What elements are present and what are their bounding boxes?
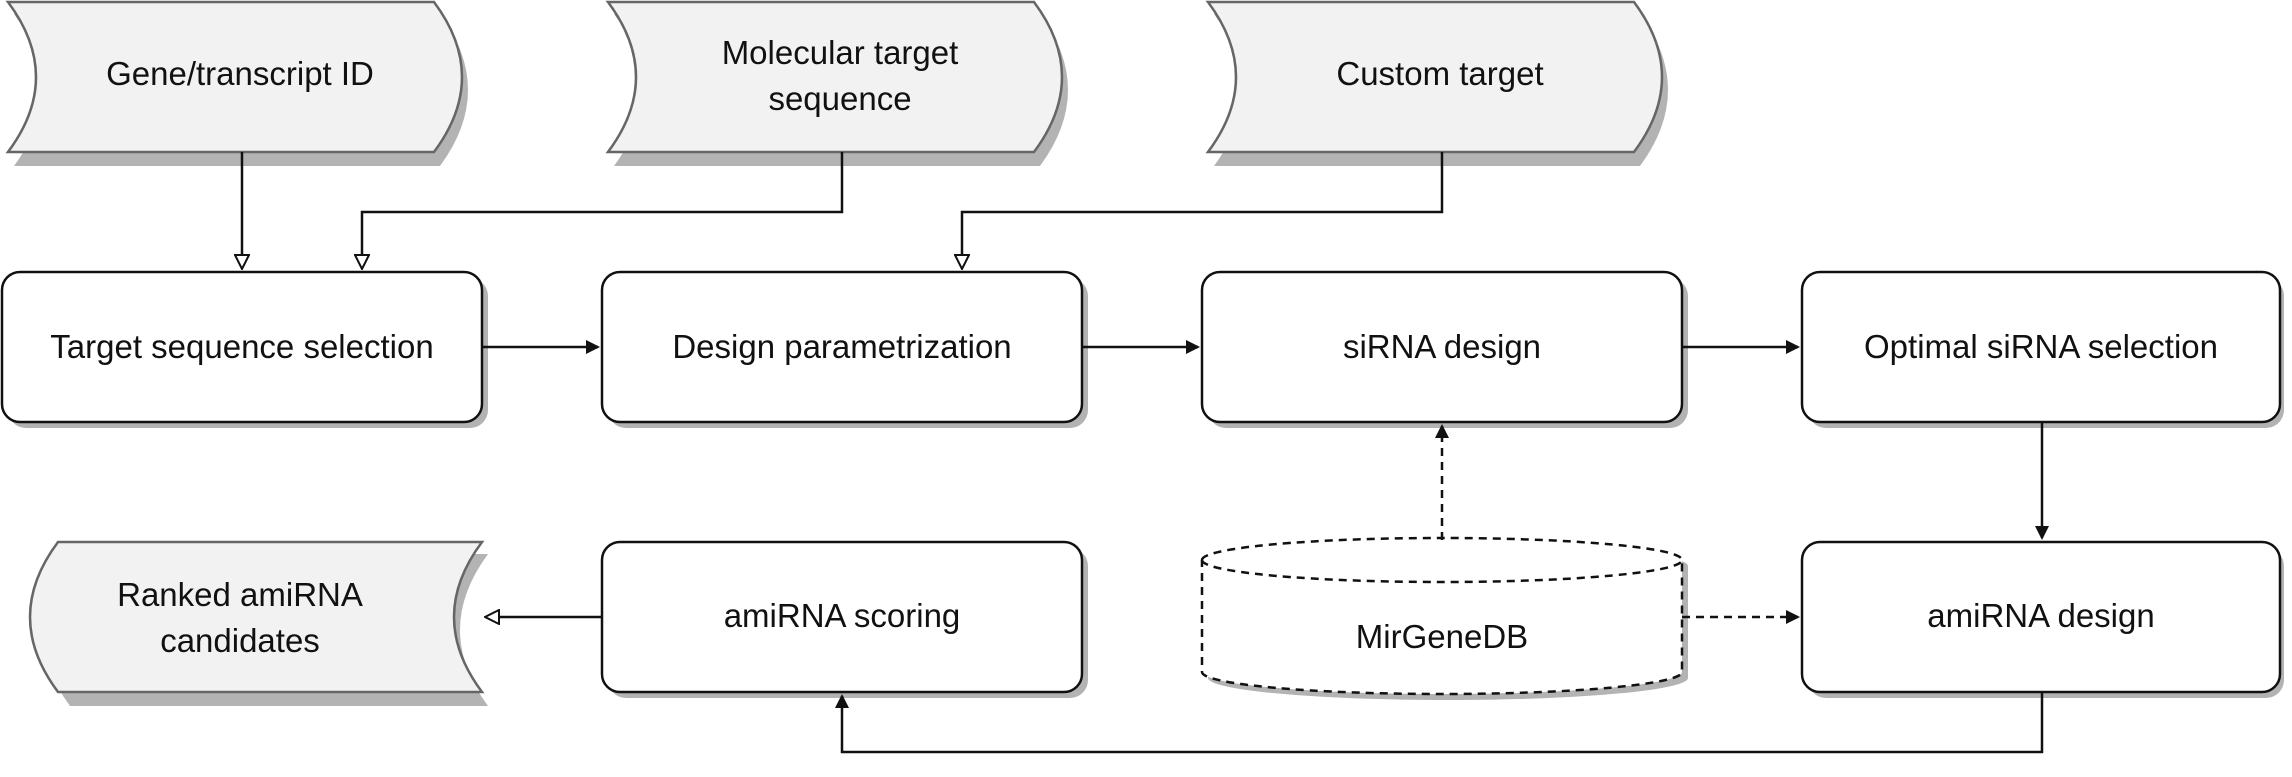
input-gene-transcript-id: Gene/transcript ID xyxy=(5,0,468,166)
input-shape-molecular-target xyxy=(605,0,1064,154)
step-design-parametrization: Design parametrization xyxy=(600,270,1088,428)
step-sirna-design: siRNA design xyxy=(1200,270,1688,428)
label-amirna-design: amiRNA design xyxy=(1927,597,2154,634)
label-design-parametrization: Design parametrization xyxy=(672,328,1011,365)
output-shape-ranked-candidates xyxy=(28,540,485,694)
step-target-sequence-selection: Target sequence selection xyxy=(0,270,488,428)
label-target-sequence-selection: Target sequence selection xyxy=(50,328,433,365)
input-custom-target: Custom target xyxy=(1205,0,1668,166)
label-sirna-design: siRNA design xyxy=(1343,328,1541,365)
database-cylinder xyxy=(1200,536,1684,696)
input-label-molecular-target-line2: sequence xyxy=(768,80,911,117)
input-label-gene-transcript: Gene/transcript ID xyxy=(106,55,374,92)
edge-amirna-design-to-scoring xyxy=(835,692,2044,754)
database-mirgenedb: MirGeneDB xyxy=(1200,536,1688,700)
input-label-custom-target: Custom target xyxy=(1336,55,1543,92)
label-optimal-sirna-selection: Optimal siRNA selection xyxy=(1864,328,2218,365)
output-ranked-amirna-candidates: Ranked amiRNA candidates xyxy=(28,540,488,706)
label-amirna-scoring: amiRNA scoring xyxy=(724,597,961,634)
edge-molecular-to-target-selection xyxy=(362,152,844,268)
input-label-molecular-target-line1: Molecular target xyxy=(722,34,959,71)
database-cylinder-rim xyxy=(1200,559,1684,584)
step-amirna-scoring: amiRNA scoring xyxy=(600,540,1088,698)
edge-custom-to-design-parametrization xyxy=(962,152,1444,268)
output-label-line1: Ranked amiRNA xyxy=(117,576,363,613)
step-optimal-sirna-selection: Optimal siRNA selection xyxy=(1800,270,2284,428)
input-shape-gene-transcript xyxy=(5,0,464,154)
step-amirna-design: amiRNA design xyxy=(1800,540,2284,698)
output-label-line2: candidates xyxy=(160,622,320,659)
input-molecular-target-sequence: Molecular target sequence xyxy=(605,0,1068,166)
label-mirgenedb: MirGeneDB xyxy=(1356,618,1528,655)
input-shape-custom-target xyxy=(1205,0,1664,154)
